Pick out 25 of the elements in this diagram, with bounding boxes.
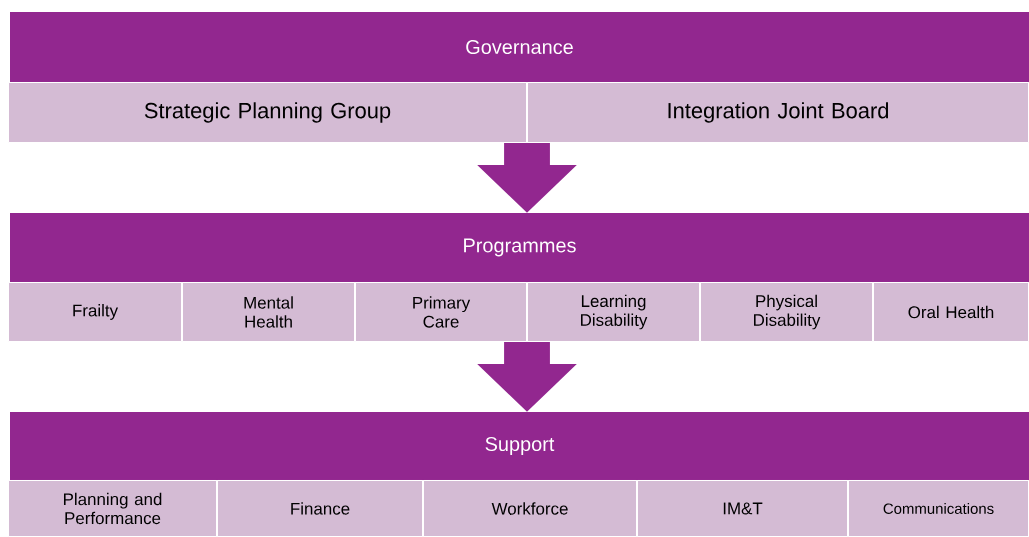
category-cell: Learning Disability bbox=[527, 282, 700, 342]
node-label: Communications bbox=[883, 503, 994, 514]
header-bar: Governance bbox=[10, 12, 1029, 82]
category-cell: Finance bbox=[217, 480, 423, 537]
category-cell: Strategic Planning Group bbox=[8, 82, 527, 143]
node-label: IM&T bbox=[723, 502, 763, 515]
category-cell: Workforce bbox=[423, 480, 637, 537]
header-bar: Support bbox=[10, 412, 1029, 480]
category-cell: Oral Health bbox=[873, 282, 1029, 342]
node-label: Finance bbox=[291, 502, 350, 515]
header-bar: Programmes bbox=[10, 213, 1029, 282]
category-cell: Mental Health bbox=[182, 282, 355, 342]
block-arrow bbox=[477, 342, 577, 412]
category-cell: Physical Disability bbox=[700, 282, 873, 342]
node-label: Oral Health bbox=[908, 305, 994, 319]
node-label: Integration Joint Board bbox=[668, 102, 889, 123]
category-cell: Primary Care bbox=[355, 282, 527, 342]
node-label: Planning and Performance bbox=[63, 492, 162, 525]
node-label: Workforce bbox=[491, 502, 568, 515]
category-cell: IM&T bbox=[637, 480, 848, 537]
category-cell: Planning and Performance bbox=[8, 480, 217, 537]
block-arrow bbox=[477, 143, 577, 213]
category-cell: Integration Joint Board bbox=[527, 82, 1029, 143]
category-cell: Communications bbox=[848, 480, 1029, 537]
category-cell: Frailty bbox=[8, 282, 182, 342]
